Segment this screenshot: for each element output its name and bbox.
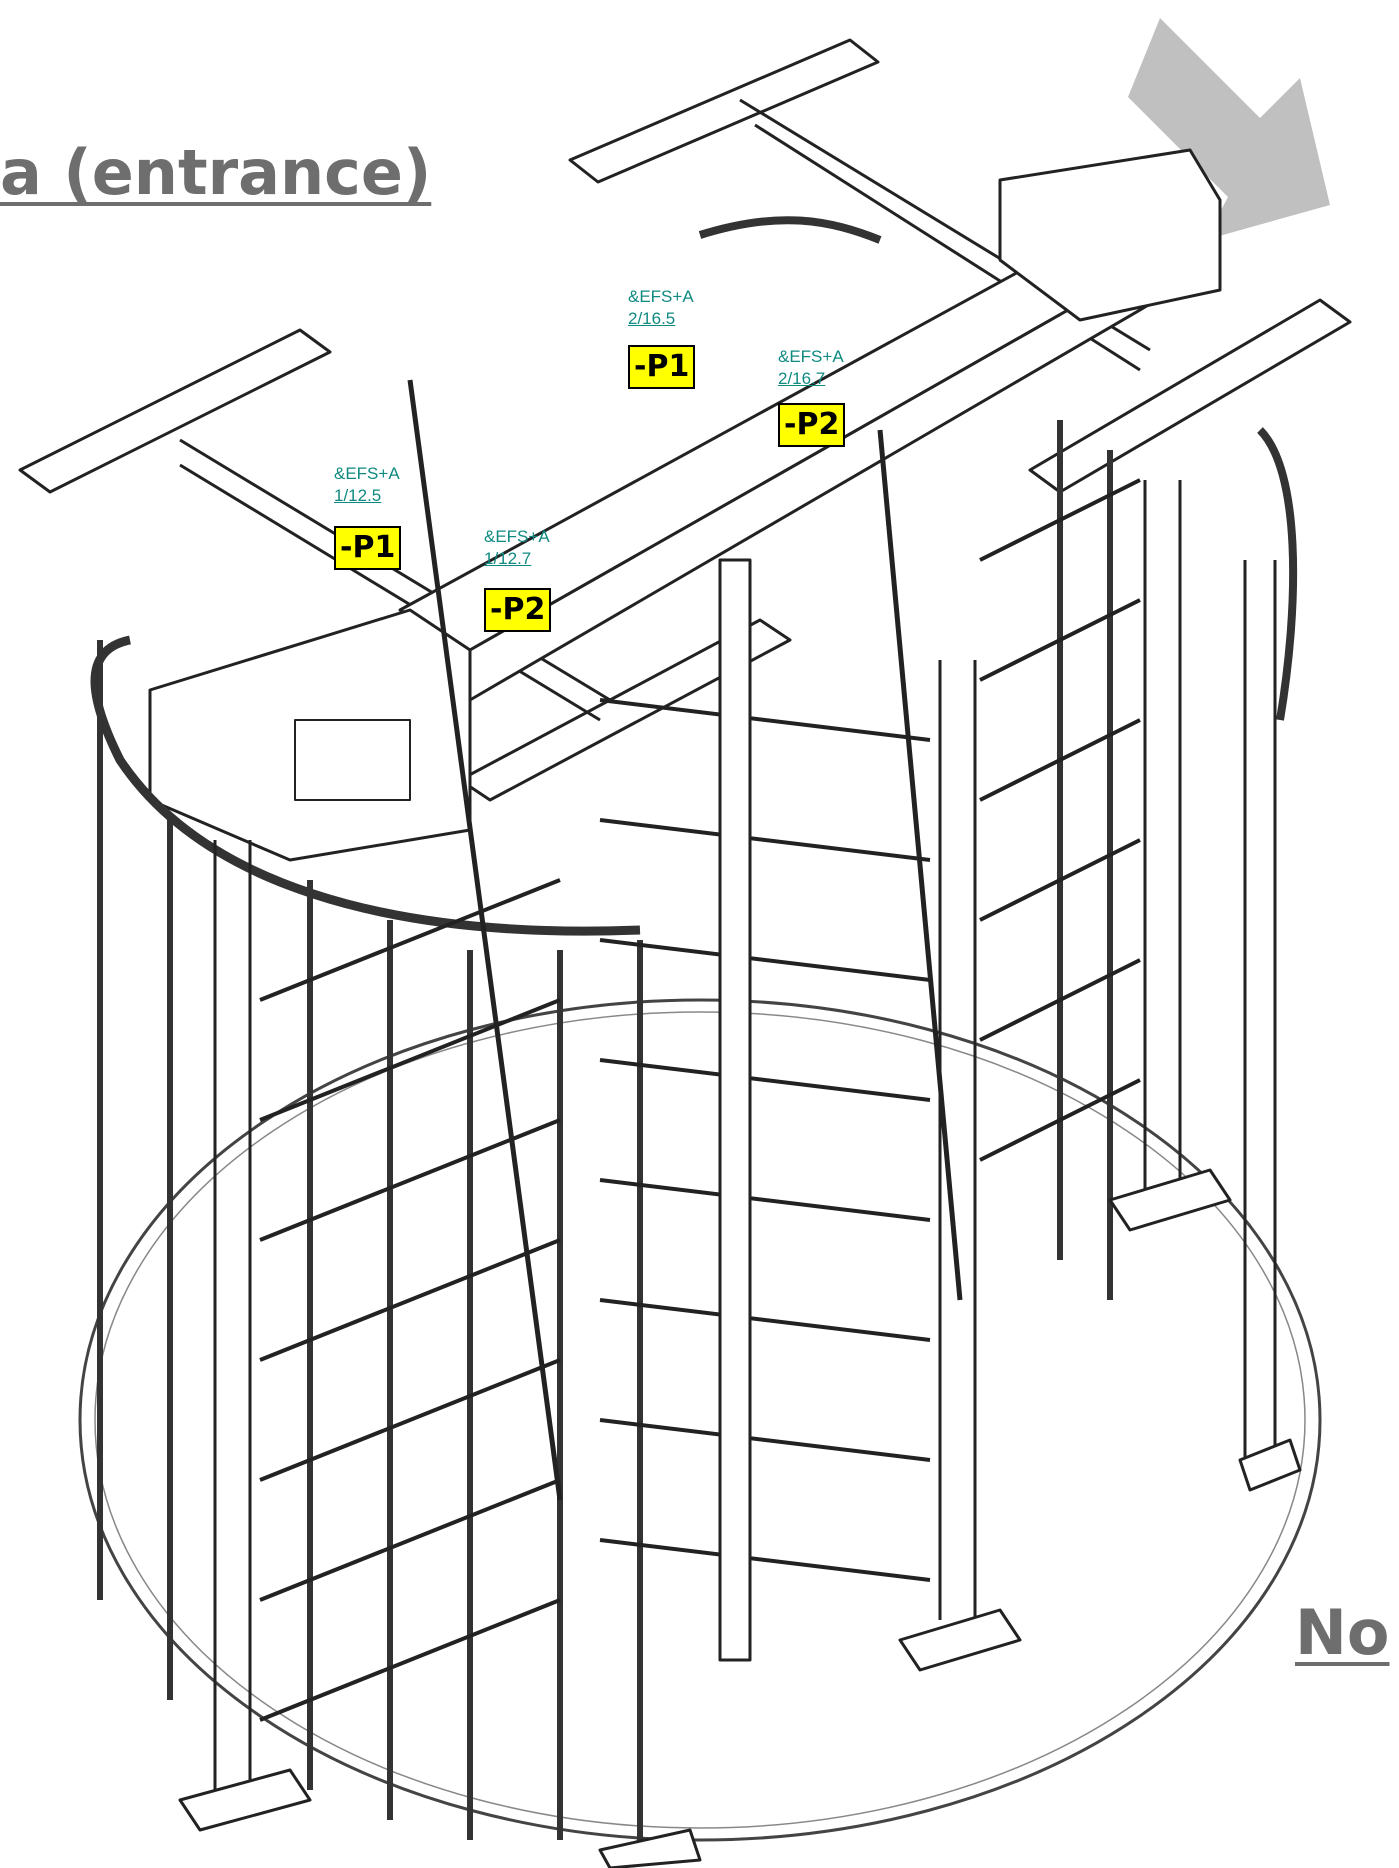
- device-tag[interactable]: -P1: [628, 345, 696, 389]
- top-beam-left: [18, 328, 332, 494]
- canopy-arc-left: [90, 635, 641, 936]
- canopy-arc-right: [1257, 427, 1298, 721]
- direction-heading-right: No: [1295, 1596, 1390, 1669]
- reference-line-1: &EFS+A: [484, 527, 550, 546]
- reference-text: &EFS+A 2/16.7: [778, 346, 844, 390]
- reference-line-1: &EFS+A: [334, 464, 400, 483]
- reference-line-2: 1/12.5: [334, 486, 382, 505]
- reference-text: &EFS+A 1/12.5: [334, 463, 400, 507]
- control-box-left: [148, 608, 472, 862]
- control-box-right: [998, 148, 1222, 322]
- top-beam-front: [458, 618, 792, 802]
- rotor-shaft: [718, 558, 752, 1662]
- device-tag[interactable]: -P2: [484, 588, 552, 632]
- reference-line-2: 2/16.5: [628, 309, 676, 328]
- reference-line-1: &EFS+A: [778, 347, 844, 366]
- direction-heading-left: a (entrance): [0, 136, 432, 209]
- top-beam-right: [568, 38, 880, 184]
- device-tag[interactable]: -P2: [778, 403, 846, 447]
- device-tag[interactable]: -P1: [334, 526, 402, 570]
- reference-text: &EFS+A 2/16.5: [628, 286, 694, 330]
- direction-arrow: [1128, 18, 1330, 240]
- floor-ring: [78, 998, 1322, 1842]
- reference-line-2: 2/16.7: [778, 369, 826, 388]
- posts: [213, 480, 1277, 1790]
- reference-text: &EFS+A 1/12.7: [484, 526, 550, 570]
- top-beam-back: [1028, 298, 1352, 494]
- reference-line-1: &EFS+A: [628, 287, 694, 306]
- reference-line-2: 1/12.7: [484, 549, 532, 568]
- foot-plate: [178, 1768, 312, 1832]
